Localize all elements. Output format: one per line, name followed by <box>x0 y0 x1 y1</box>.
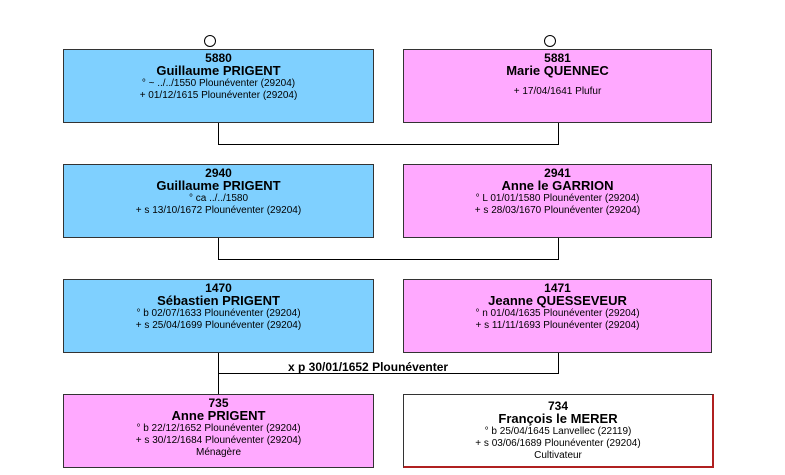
death-info: + s 30/12/1684 Plounéventer (29204) <box>135 435 302 446</box>
person-card[interactable]: 5880 Guillaume PRIGENT ° ~ ../../1550 Pl… <box>63 49 374 123</box>
occupation: Ménagère <box>195 447 242 458</box>
person-name: Guillaume PRIGENT <box>156 178 281 193</box>
connector <box>218 122 219 145</box>
connector <box>218 373 559 374</box>
ancestor-marker-left[interactable] <box>204 35 216 47</box>
person-card[interactable]: 5881 Marie QUENNEC + 17/04/1641 Plufur <box>403 49 712 123</box>
death-info: + s 03/06/1689 Plounéventer (29204) <box>475 438 641 449</box>
connector <box>218 237 219 260</box>
ancestor-marker-right[interactable] <box>544 35 556 47</box>
sosa-number: 735 <box>208 396 229 410</box>
death-info: + 01/12/1615 Plounéventer (29204) <box>139 90 298 101</box>
sosa-number: 5880 <box>205 51 232 65</box>
sosa-number: 2941 <box>544 166 571 180</box>
person-card[interactable]: 2941 Anne le GARRION ° L 01/01/1580 Plou… <box>403 164 712 238</box>
person-card[interactable]: 1470 Sébastien PRIGENT ° b 02/07/1633 Pl… <box>63 279 374 353</box>
sosa-number: 5881 <box>544 51 571 65</box>
person-name: Marie QUENNEC <box>506 63 609 78</box>
sosa-number: 1471 <box>544 281 571 295</box>
death-info: + s 13/10/1672 Plounéventer (29204) <box>135 205 302 216</box>
connector <box>218 259 559 260</box>
sosa-number: 2940 <box>205 166 232 180</box>
person-card[interactable]: 1471 Jeanne QUESSEVEUR ° n 01/04/1635 Pl… <box>403 279 712 353</box>
connector <box>558 237 559 260</box>
birth-info: ° ~ ../../1550 Plounéventer (29204) <box>141 78 296 89</box>
person-name: Jeanne QUESSEVEUR <box>488 293 627 308</box>
person-name: Anne le GARRION <box>501 178 614 193</box>
birth-info: ° b 25/04/1645 Lanvellec (22119) <box>484 426 632 437</box>
birth-info: ° n 01/04/1635 Plounéventer (29204) <box>475 308 640 319</box>
death-info: + s 11/11/1693 Plounéventer (29204) <box>475 320 640 331</box>
sosa-number: 1470 <box>205 281 232 295</box>
person-card[interactable]: 735 Anne PRIGENT ° b 22/12/1652 Plounéve… <box>63 394 374 468</box>
death-info: + s 28/03/1670 Plounéventer (29204) <box>474 205 641 216</box>
death-info: + s 25/04/1699 Plounéventer (29204) <box>135 320 302 331</box>
person-card[interactable]: 2940 Guillaume PRIGENT ° ca ../../1580 +… <box>63 164 374 238</box>
person-card[interactable]: 734 François le MERER ° b 25/04/1645 Lan… <box>403 394 714 468</box>
person-name: Anne PRIGENT <box>171 408 266 423</box>
person-name: Guillaume PRIGENT <box>156 63 281 78</box>
death-info: + 17/04/1641 Plufur <box>513 86 602 97</box>
person-name: François le MERER <box>498 411 618 426</box>
sosa-number: 734 <box>547 399 569 413</box>
occupation: Cultivateur <box>534 450 582 461</box>
connector <box>558 122 559 145</box>
marriage-label: x p 30/01/1652 Plounéventer <box>288 360 449 374</box>
birth-info: ° ca ../../1580 <box>188 193 249 204</box>
connector <box>558 352 559 374</box>
person-name: Sébastien PRIGENT <box>157 293 280 308</box>
birth-info: ° L 01/01/1580 Plounéventer (29204) <box>475 193 640 204</box>
connector <box>218 144 559 145</box>
birth-info: ° b 22/12/1652 Plounéventer (29204) <box>136 423 301 434</box>
birth-info: ° b 02/07/1633 Plounéventer (29204) <box>136 308 301 319</box>
